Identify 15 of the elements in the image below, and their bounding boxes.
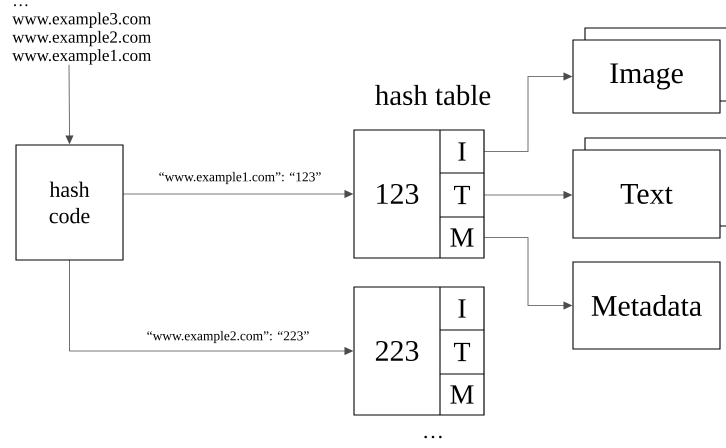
table-cell: M [439,216,485,259]
process-box: Metadata [572,261,721,350]
table-cell: I [439,286,485,331]
stacked-box: Image [572,27,726,114]
table-heading: hash table [375,84,490,106]
table-cell: T [439,172,485,218]
stacked-box: Text [572,137,726,239]
table-cell: I [439,129,485,174]
process-box: hash code [15,144,124,261]
edge-label: “www.example1.com”: “123” [158,170,322,186]
url-list: … www.example3.com www.example2.com www.example1.com [12,4,152,65]
ellipsis-text: … [424,436,442,438]
table-cell: T [439,329,485,375]
table-cell: M [439,373,485,416]
edge-label: “www.example2.com”: “223” [146,330,310,344]
